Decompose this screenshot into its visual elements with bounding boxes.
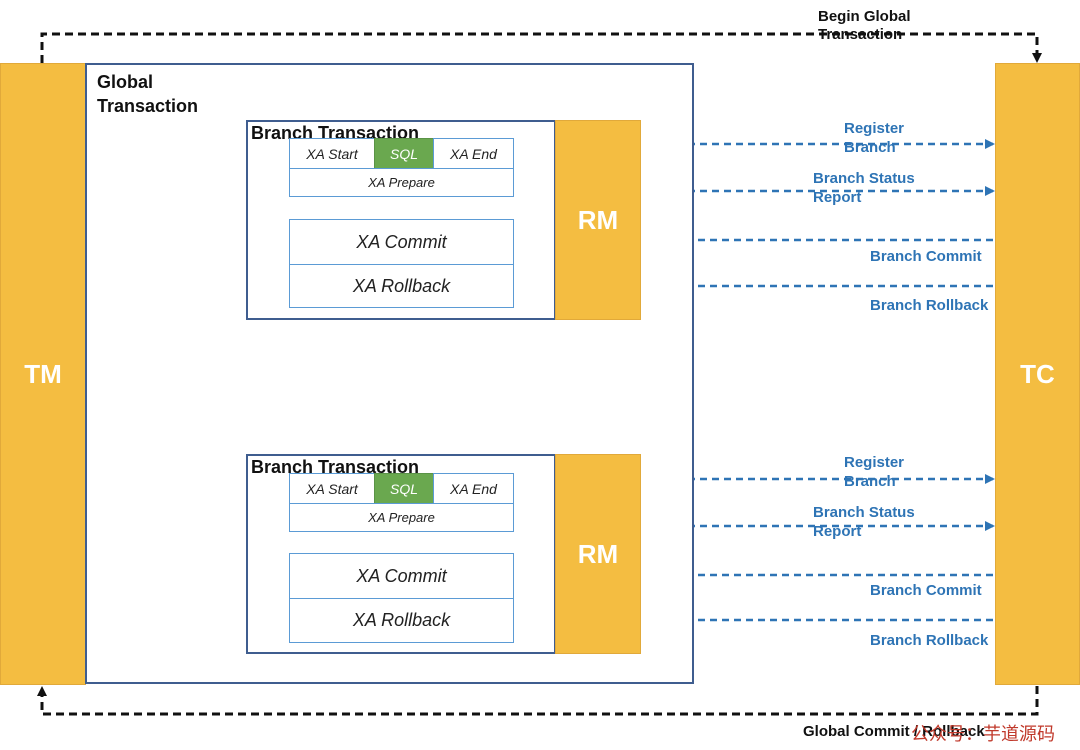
transaction-manager-box: TM <box>0 63 86 685</box>
begin-global-transaction-connector <box>40 32 1042 63</box>
xa-end-cell-2: XA End <box>433 473 514 504</box>
begin-global-transaction-label: Begin Global Transaction <box>818 8 911 43</box>
xa-start-cell-1: XA Start <box>289 138 375 169</box>
sql-cell-2: SQL <box>374 473 434 504</box>
register-branch-label-2: Register Branch <box>844 454 905 490</box>
xa-prepare-cell-1: XA Prepare <box>289 168 514 197</box>
xa-commit-cell-2: XA Commit <box>289 553 514 599</box>
register-branch-label-1: Register Branch <box>844 120 905 156</box>
xa-prepare-cell-2: XA Prepare <box>289 503 514 532</box>
sql-cell-1: SQL <box>374 138 434 169</box>
xa-start-cell-2: XA Start <box>289 473 375 504</box>
tm-label: TM <box>24 358 62 389</box>
branch-status-report-label-1: Branch Status Report <box>813 170 915 206</box>
global-transaction-label: Global Transaction <box>97 72 199 116</box>
resource-manager-box-1: RM <box>555 120 641 320</box>
xa-rollback-cell-2: XA Rollback <box>289 598 514 643</box>
rm-label-1: RM <box>577 204 619 235</box>
tc-label: TC <box>1020 358 1055 389</box>
resource-manager-box-2: RM <box>555 454 641 654</box>
xa-commit-cell-1: XA Commit <box>289 219 514 265</box>
branch-commit-label-1: Branch Commit <box>870 248 982 265</box>
watermark: 公众号：芋道源码 <box>911 724 1055 744</box>
branch-status-report-label-2: Branch Status Report <box>813 504 915 540</box>
xa-end-cell-1: XA End <box>433 138 514 169</box>
branch-rollback-label-1: Branch Rollback <box>870 297 989 314</box>
rm-label-2: RM <box>577 538 619 569</box>
transaction-coordinator-box: TC <box>995 63 1080 685</box>
xa-rollback-cell-1: XA Rollback <box>289 264 514 308</box>
branch-commit-label-2: Branch Commit <box>870 582 982 599</box>
global-commit-rollback-connector <box>37 686 1039 716</box>
global-commit-rollback-label: Global Commit / Rollback <box>803 723 985 740</box>
branch-rollback-label-2: Branch Rollback <box>870 632 989 649</box>
branch-transaction-title-2: Branch Transaction <box>251 457 420 477</box>
